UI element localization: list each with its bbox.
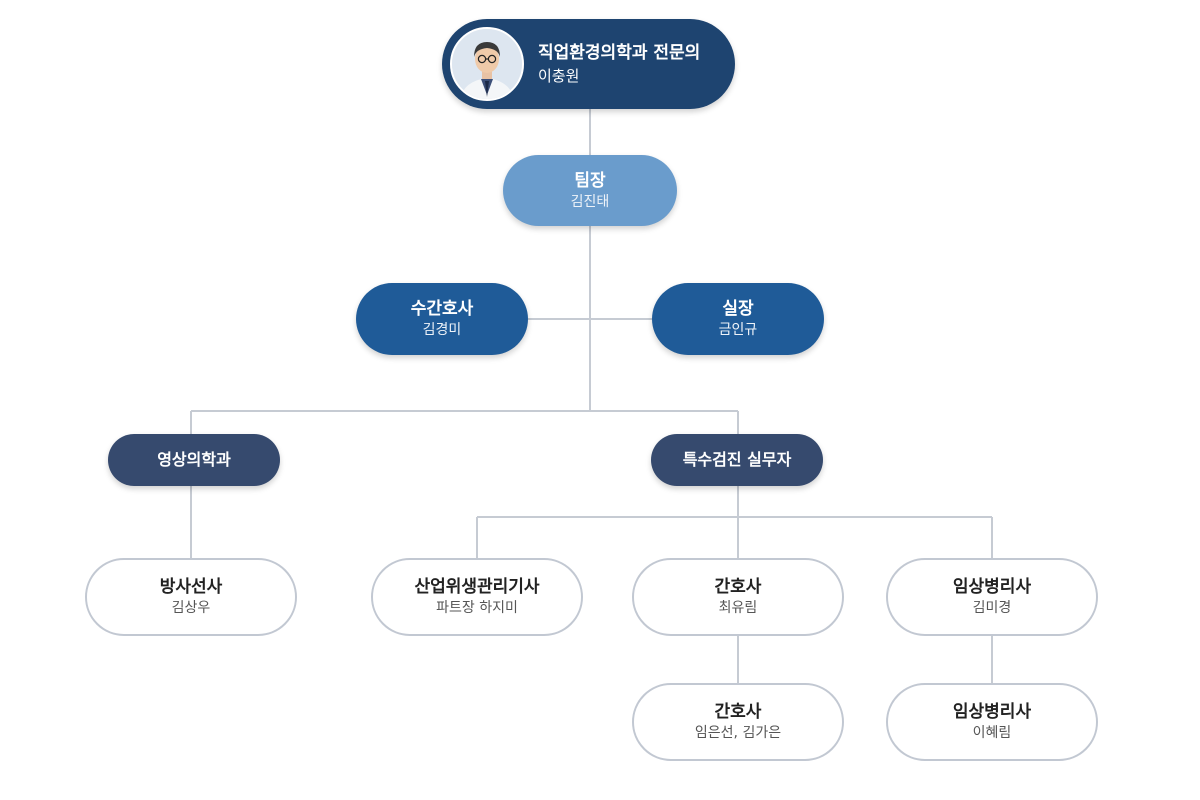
radiology-dept-label: 영상의학과 [157,450,231,469]
head-nurse-node: 수간호사 김경미 [356,283,528,355]
office-head-role: 실장 [722,299,754,319]
pathologist-name: 김미경 [972,600,1012,616]
leader-node: 팀장 김진태 [503,155,677,226]
director-name: 이충원 [538,67,580,85]
special-exam-dept-label: 특수검진 실무자 [682,450,792,469]
leader-name: 김진태 [570,193,610,210]
office-head-name: 금인규 [718,322,758,338]
hygienist-name: 파트장 하지미 [436,600,518,616]
leader-role: 팀장 [574,170,606,191]
head-nurse-name: 김경미 [422,322,462,338]
pathologist-sub-node: 임상병리사 이혜림 [886,683,1098,761]
nurse-node: 간호사 최유림 [632,558,844,636]
special-exam-dept-node: 특수검진 실무자 [651,434,823,486]
radiographer-node: 방사선사 김상우 [85,558,297,636]
head-nurse-role: 수간호사 [410,299,474,319]
pathologist-role: 임상병리사 [952,577,1032,597]
radiographer-role: 방사선사 [159,577,223,597]
radiographer-name: 김상우 [171,600,211,616]
director-role: 직업환경의학과 전문의 [538,43,701,63]
nurse-sub-name: 임은선, 김가은 [694,725,782,741]
nurse-name: 최유림 [718,600,758,616]
director-photo [450,27,524,101]
pathologist-sub-role: 임상병리사 [952,702,1032,722]
hygienist-role: 산업위생관리기사 [414,577,540,597]
pathologist-sub-name: 이혜림 [972,725,1012,741]
director-node: 직업환경의학과 전문의 이충원 [442,19,735,109]
hygienist-node: 산업위생관리기사 파트장 하지미 [371,558,583,636]
pathologist-node: 임상병리사 김미경 [886,558,1098,636]
nurse-sub-role: 간호사 [714,702,762,722]
nurse-sub-node: 간호사 임은선, 김가은 [632,683,844,761]
radiology-dept-node: 영상의학과 [108,434,280,486]
nurse-role: 간호사 [714,577,762,597]
office-head-node: 실장 금인규 [652,283,824,355]
